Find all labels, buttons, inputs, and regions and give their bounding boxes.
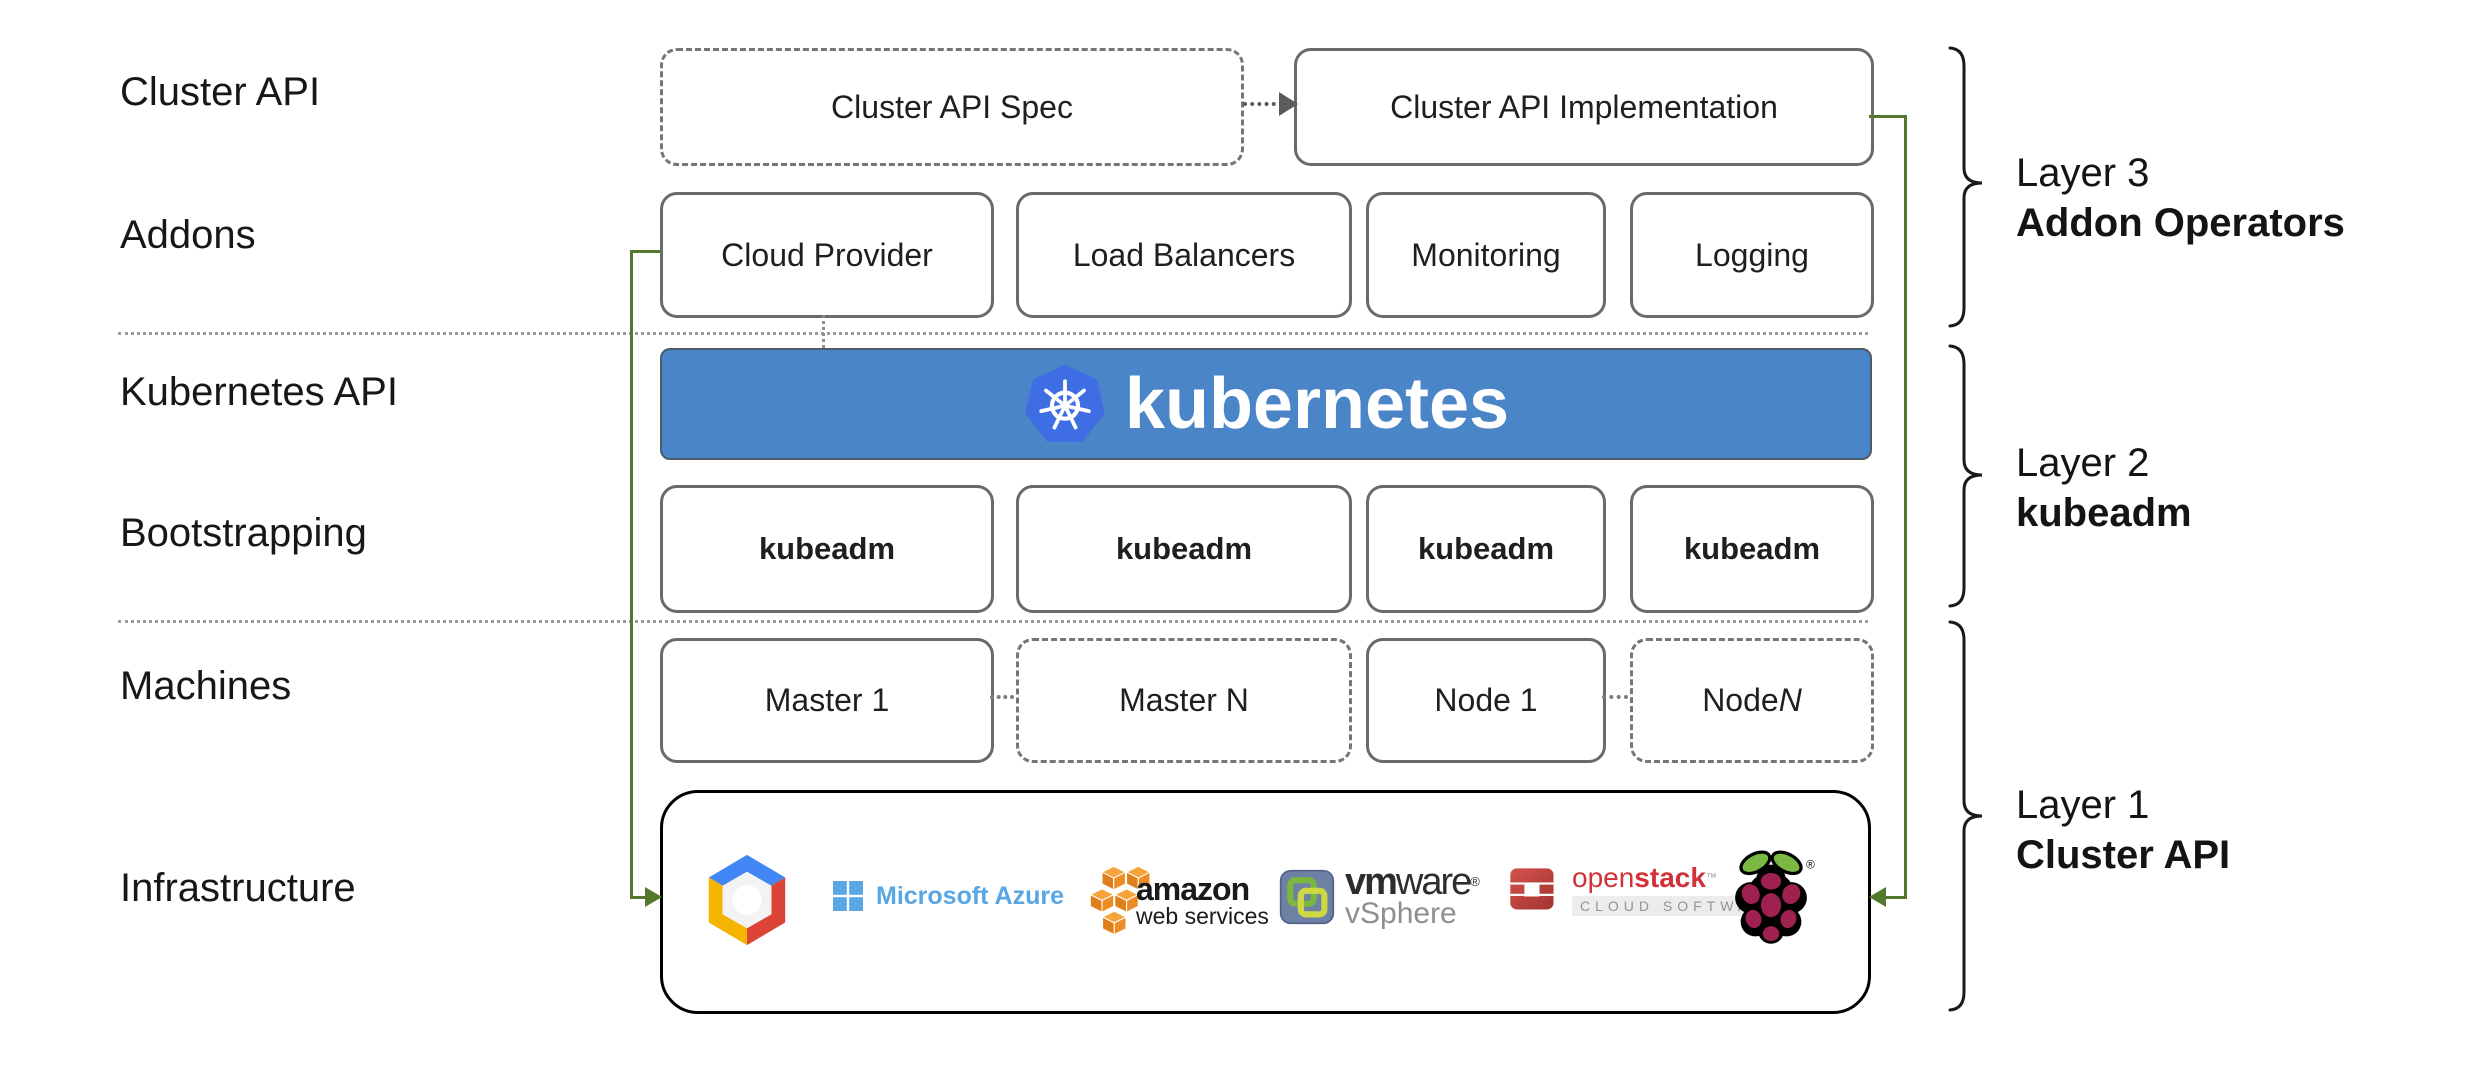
kubeadm-label-4: kubeadm bbox=[1683, 531, 1821, 566]
kubernetes-logo-icon bbox=[1025, 364, 1105, 442]
raspberry-pi-icon: ® bbox=[1735, 850, 1815, 944]
addon-box-cloud-provider: Cloud Provider bbox=[660, 192, 994, 318]
kubeadm-label-2: kubeadm bbox=[1115, 531, 1253, 566]
cloud-provider-drop-line bbox=[822, 315, 825, 348]
vmware-icon bbox=[1279, 869, 1335, 925]
layer-1-title: Layer 1 bbox=[2016, 783, 2150, 827]
box-cluster-api-implementation: Cluster API Implementation bbox=[1294, 48, 1874, 166]
layer-2-bracket bbox=[1948, 344, 1983, 608]
machine-box-node-n: Node N bbox=[1630, 638, 1874, 763]
row-label-cluster-api: Cluster API bbox=[120, 70, 321, 114]
kubeadm-box-2: kubeadm bbox=[1016, 485, 1352, 613]
kubernetes-wordmark: kubernetes bbox=[1124, 364, 1510, 444]
layer-2-label: Layer 2 kubeadm bbox=[2016, 438, 2192, 538]
green-arrow-into-infrastructure-left bbox=[645, 887, 662, 907]
aws-logo: amazon web services bbox=[1086, 866, 1269, 936]
green-connector-right-vertical bbox=[1904, 115, 1907, 899]
aws-cubes-icon bbox=[1089, 866, 1150, 936]
addon-box-load-balancers: Load Balancers bbox=[1016, 192, 1352, 318]
layer-1-subtitle: Cluster API bbox=[2016, 833, 2231, 877]
raspberry-pi-logo: ® bbox=[1725, 840, 1817, 962]
kubeadm-box-4: kubeadm bbox=[1630, 485, 1874, 613]
vmware-label: vmware® vSphere bbox=[1345, 863, 1480, 930]
vmware-label-vm: vm bbox=[1345, 861, 1398, 903]
openstack-label-cloud-software: CLOUD SOFTWARE bbox=[1572, 896, 1790, 916]
openstack-label-open: open bbox=[1572, 862, 1635, 893]
layer-1-bracket bbox=[1948, 620, 1983, 1012]
box-cluster-api-spec-label: Cluster API Spec bbox=[831, 88, 1073, 125]
vmware-vsphere-logo: vmware® vSphere bbox=[1279, 863, 1480, 930]
row-label-addons: Addons bbox=[120, 213, 256, 257]
box-cluster-api-implementation-label: Cluster API Implementation bbox=[1390, 88, 1778, 125]
addon-label-monitoring: Monitoring bbox=[1411, 236, 1561, 273]
green-connector-left-vertical bbox=[630, 250, 633, 899]
openstack-icon bbox=[1510, 868, 1554, 910]
google-cloud-icon bbox=[708, 854, 786, 946]
machine-label-node-n: Node bbox=[1702, 682, 1779, 718]
layer-2-subtitle: kubeadm bbox=[2016, 491, 2192, 535]
machine-box-master-n: Master N bbox=[1016, 638, 1352, 763]
layer-3-title: Layer 3 bbox=[2016, 151, 2150, 195]
vmware-registered-mark: ® bbox=[1470, 874, 1479, 889]
machines-connector-node bbox=[1602, 695, 1628, 699]
openstack-trademark: ™ bbox=[1705, 872, 1717, 884]
machine-box-master-1: Master 1 bbox=[660, 638, 994, 763]
addon-label-load-balancers: Load Balancers bbox=[1072, 236, 1296, 273]
kubeadm-box-3: kubeadm bbox=[1366, 485, 1606, 613]
kubeadm-label-3: kubeadm bbox=[1417, 531, 1555, 566]
row-label-kubernetes-api: Kubernetes API bbox=[120, 370, 398, 414]
layer-3-bracket bbox=[1948, 46, 1983, 328]
machines-connector-master bbox=[990, 695, 1014, 699]
aws-label-amazon: amazon bbox=[1136, 871, 1250, 907]
microsoft-azure-icon bbox=[833, 881, 863, 911]
openstack-logo: openstack™ CLOUD SOFTWARE bbox=[1506, 863, 1790, 917]
infrastructure-box: Microsoft Azure amazon web services bbox=[660, 790, 1871, 1014]
aws-label: amazon web services bbox=[1136, 871, 1269, 929]
machine-box-node-1: Node 1 bbox=[1366, 638, 1606, 763]
addon-box-monitoring: Monitoring bbox=[1366, 192, 1606, 318]
google-cloud-logo bbox=[698, 850, 796, 950]
spec-to-impl-arrow-line bbox=[1243, 102, 1283, 106]
green-connector-left-bottom bbox=[630, 896, 648, 899]
microsoft-azure-logo: Microsoft Azure bbox=[833, 881, 1064, 911]
machine-label-node-1: Node 1 bbox=[1434, 682, 1538, 718]
green-arrow-into-infrastructure-right bbox=[1869, 887, 1886, 907]
kubernetes-banner: kubernetes bbox=[660, 348, 1872, 460]
vmware-label-ware: ware bbox=[1395, 861, 1472, 903]
addon-label-cloud-provider: Cloud Provider bbox=[721, 236, 933, 273]
vmware-label-vsphere: vSphere bbox=[1345, 897, 1457, 930]
green-connector-left-top bbox=[630, 250, 661, 253]
separator-bootstrapping-machines bbox=[118, 620, 1868, 623]
machine-label-master-1: Master 1 bbox=[764, 682, 890, 718]
kubeadm-box-1: kubeadm bbox=[660, 485, 994, 613]
microsoft-azure-label: Microsoft Azure bbox=[876, 881, 1064, 910]
raspberry-registered-mark: ® bbox=[1806, 857, 1815, 871]
kubeadm-label-1: kubeadm bbox=[758, 531, 896, 566]
openstack-label: openstack™ CLOUD SOFTWARE bbox=[1572, 864, 1790, 916]
openstack-label-stack: stack bbox=[1634, 862, 1706, 893]
layer-3-label: Layer 3 Addon Operators bbox=[2016, 148, 2345, 248]
layer-3-subtitle: Addon Operators bbox=[2016, 201, 2345, 245]
row-label-machines: Machines bbox=[120, 664, 292, 708]
row-label-bootstrapping: Bootstrapping bbox=[120, 511, 367, 555]
box-cluster-api-spec: Cluster API Spec bbox=[660, 48, 1244, 166]
machine-label-master-n: Master N bbox=[1119, 682, 1249, 718]
addon-box-logging: Logging bbox=[1630, 192, 1874, 318]
aws-label-web-services: web services bbox=[1136, 903, 1269, 929]
layer-1-label: Layer 1 Cluster API bbox=[2016, 780, 2230, 880]
green-connector-right-bottom bbox=[1886, 896, 1906, 899]
green-connector-right-top bbox=[1869, 115, 1907, 118]
addon-label-logging: Logging bbox=[1695, 236, 1809, 273]
spec-to-impl-arrow-head bbox=[1279, 92, 1298, 116]
row-label-infrastructure: Infrastructure bbox=[120, 866, 356, 910]
layer-2-title: Layer 2 bbox=[2016, 441, 2150, 485]
separator-addons-kubernetes bbox=[118, 332, 1868, 335]
